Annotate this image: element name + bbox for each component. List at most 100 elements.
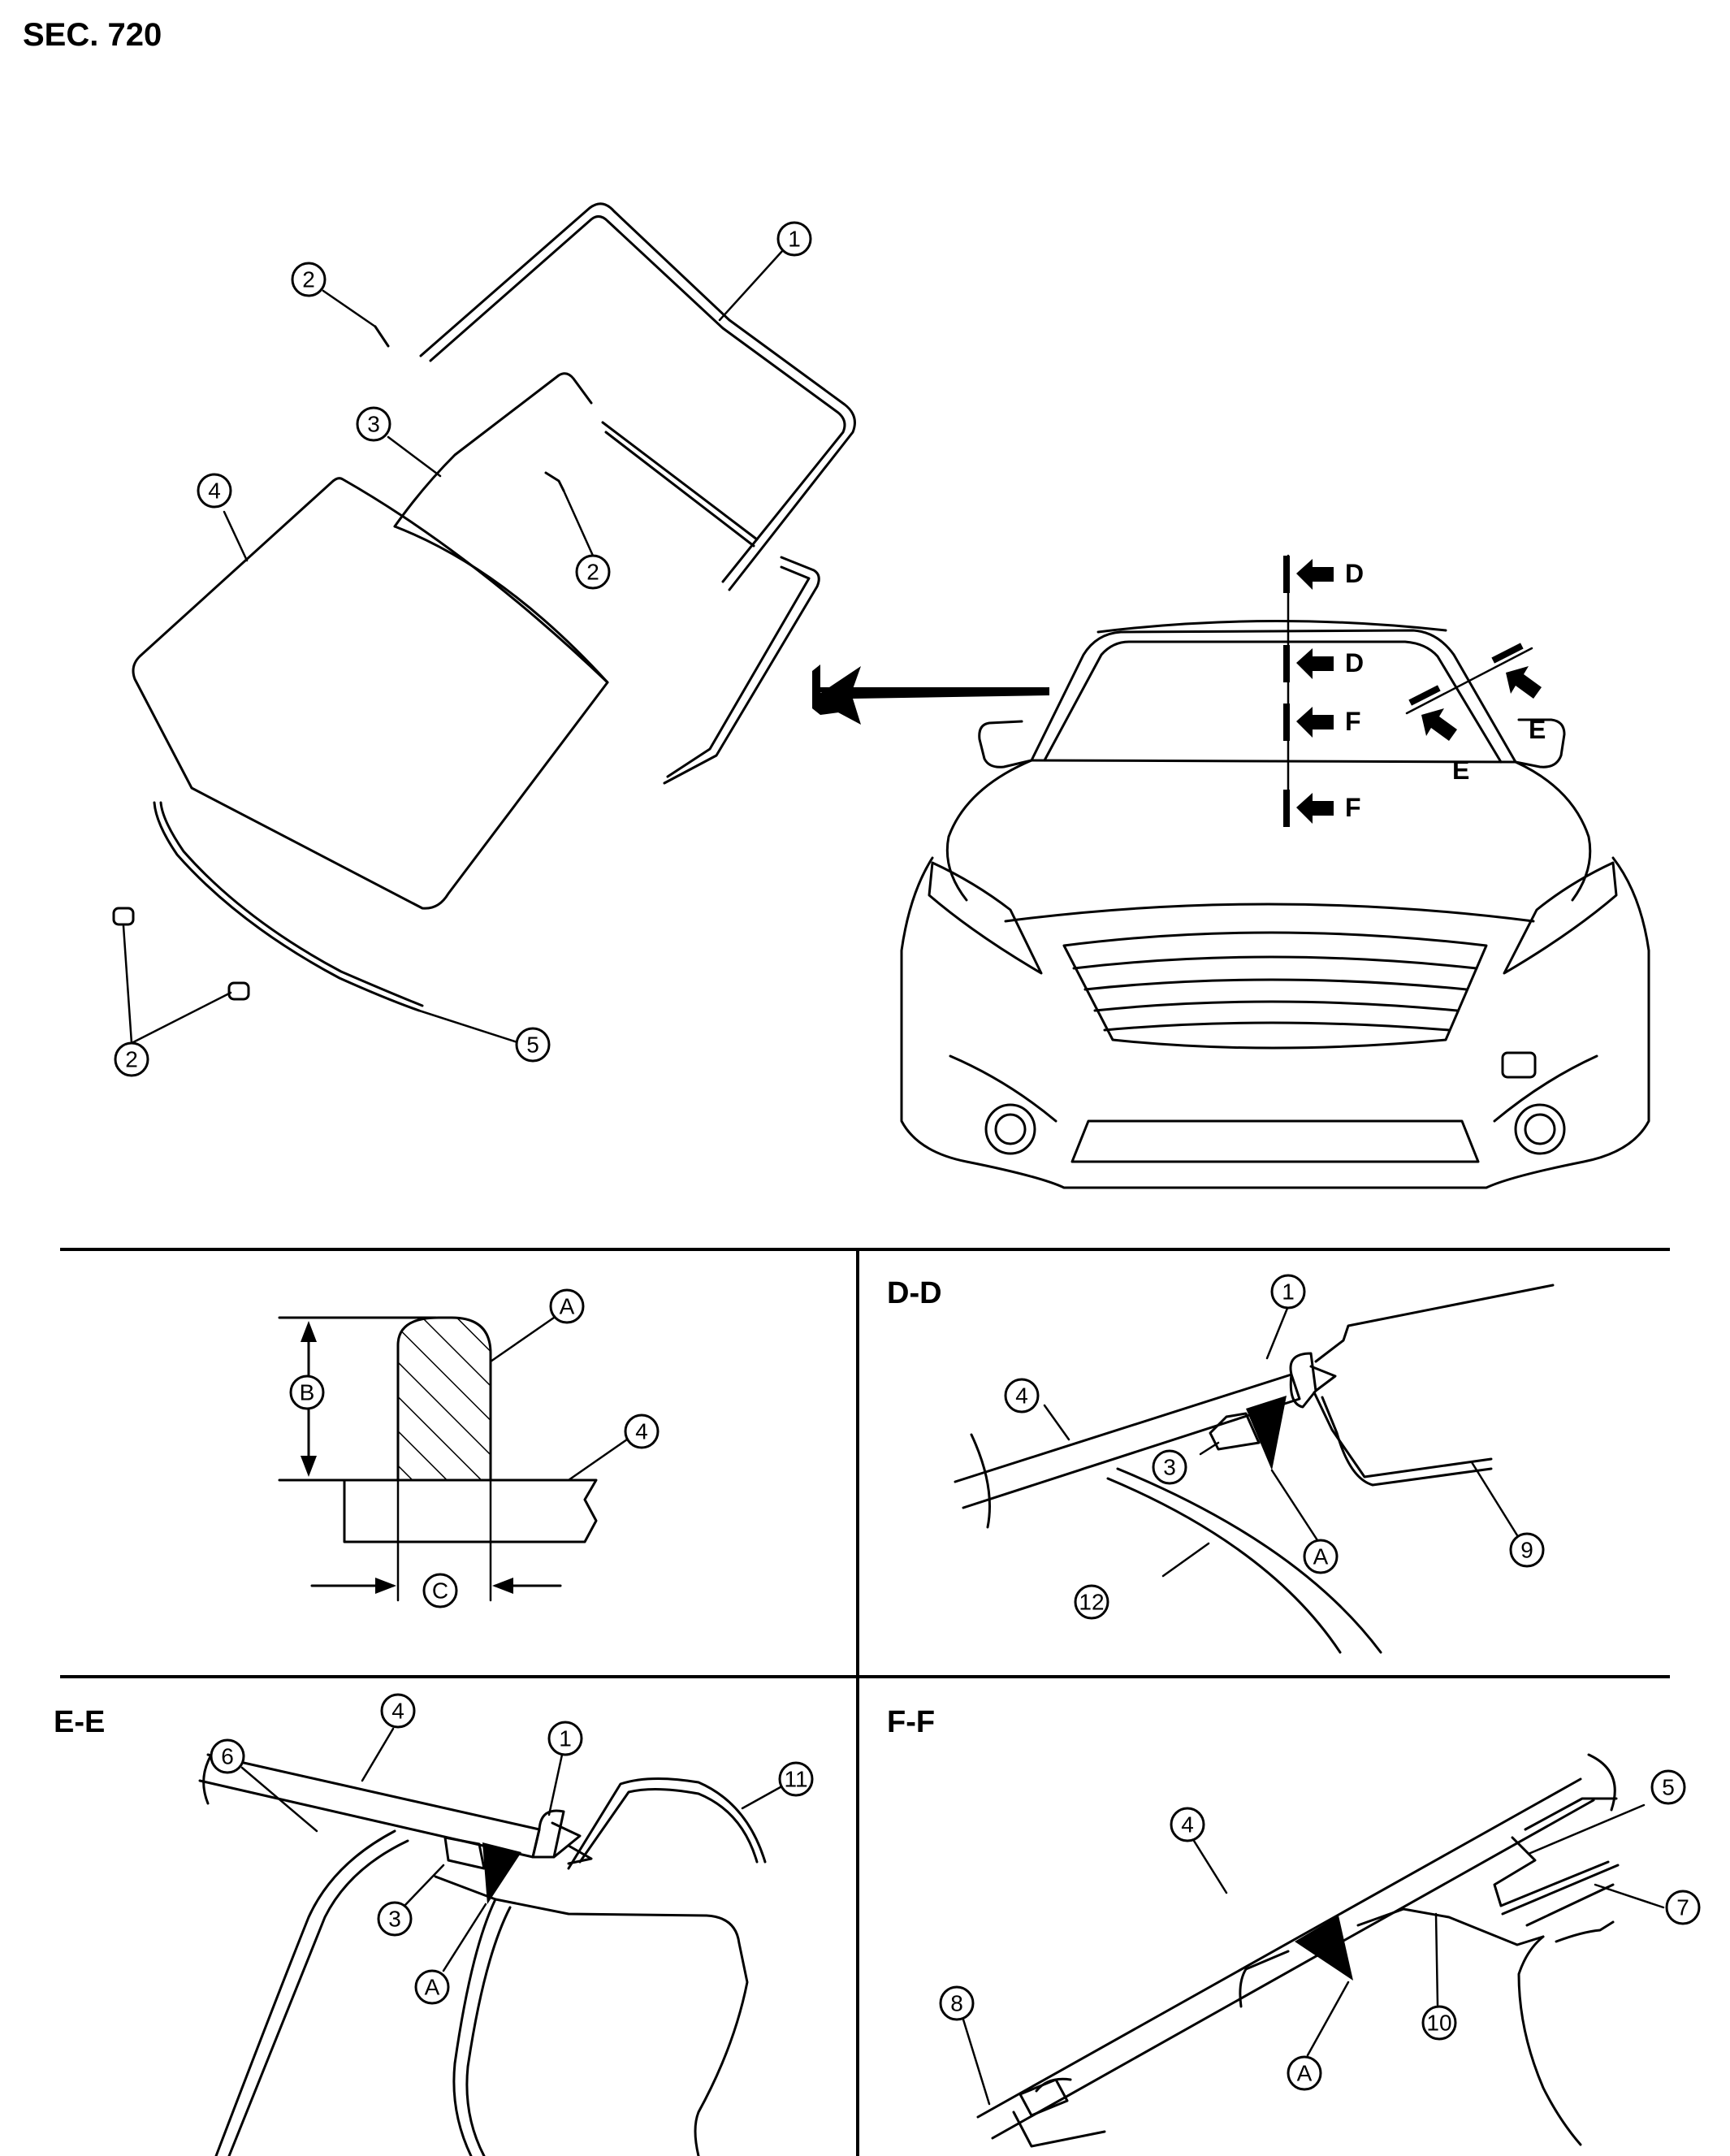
callout-2-bottom: 2 bbox=[114, 1041, 149, 1077]
svg-text:C: C bbox=[432, 1578, 448, 1604]
bead-callout-4: 4 bbox=[624, 1414, 660, 1449]
svg-text:3: 3 bbox=[388, 1907, 401, 1932]
ff-glass bbox=[976, 1777, 1595, 2140]
ff-cowl-panel bbox=[1244, 1907, 1545, 1971]
svg-text:4: 4 bbox=[208, 478, 221, 504]
ee-inner-body bbox=[434, 1875, 749, 2156]
dd-title: D-D bbox=[887, 1276, 942, 1310]
part-2-clip-mid bbox=[544, 471, 565, 492]
ff-leader-5 bbox=[1527, 1803, 1646, 1855]
section-marker-d-bottom: D bbox=[1283, 645, 1364, 682]
svg-text:8: 8 bbox=[950, 1991, 963, 2016]
part-3-molding-left bbox=[393, 372, 593, 528]
right-headlight bbox=[1503, 861, 1618, 975]
ee-dam bbox=[443, 1836, 486, 1870]
grille-bar-1 bbox=[1072, 955, 1478, 970]
ee-callout-1: 1 bbox=[547, 1721, 583, 1756]
section-e-bar-left bbox=[1408, 685, 1441, 706]
part-4-glass-top-edge bbox=[393, 525, 609, 684]
adhesive-bead bbox=[396, 1316, 492, 1482]
windshield-bottom-edge bbox=[1030, 759, 1517, 764]
svg-text:F: F bbox=[1345, 793, 1361, 822]
bumper-line bbox=[949, 1054, 1598, 1123]
leader-2-mid bbox=[562, 489, 595, 557]
roof-line bbox=[1096, 619, 1447, 634]
svg-text:3: 3 bbox=[1163, 1455, 1176, 1480]
dimension-c-arrow-right bbox=[492, 1578, 513, 1594]
svg-text:1: 1 bbox=[559, 1726, 572, 1751]
callout-5: 5 bbox=[515, 1027, 551, 1063]
dd-glass-break bbox=[970, 1433, 991, 1529]
part-2-clip-top bbox=[374, 325, 390, 348]
dd-leader-12 bbox=[1161, 1542, 1210, 1578]
leader-2-top bbox=[322, 289, 377, 328]
part-4-windshield-glass bbox=[132, 477, 609, 910]
panel-section-ee: E-E 4 1 6 3 A 11 bbox=[54, 1693, 814, 2156]
dd-callout-a: A bbox=[1303, 1539, 1339, 1574]
dd-roof-panel-inner bbox=[1313, 1391, 1493, 1478]
leader-4 bbox=[223, 510, 249, 562]
ee-callout-11: 11 bbox=[778, 1761, 814, 1797]
part-3-side-strip bbox=[663, 556, 820, 785]
svg-text:2: 2 bbox=[125, 1047, 138, 1072]
bead-leader-4 bbox=[567, 1438, 629, 1482]
ee-molding bbox=[531, 1809, 582, 1859]
callout-2-top: 2 bbox=[291, 262, 327, 297]
ff-callout-8: 8 bbox=[939, 1985, 975, 2021]
svg-text:A: A bbox=[560, 1294, 575, 1319]
panel-section-dd: D-D 1 4 3 A 9 12 bbox=[887, 1274, 1555, 1654]
dimension-c-arrow-left bbox=[375, 1578, 396, 1594]
svg-text:F: F bbox=[1345, 707, 1361, 736]
ee-title: E-E bbox=[54, 1705, 105, 1739]
grille-bar-2 bbox=[1083, 978, 1468, 991]
ff-cowl-panel-4 bbox=[1555, 1920, 1615, 1943]
grille-bar-4 bbox=[1103, 1021, 1451, 1032]
ff-callout-10: 10 bbox=[1421, 2005, 1457, 2041]
svg-text:1: 1 bbox=[788, 227, 801, 252]
section-marker-e-arrow-right bbox=[1506, 666, 1542, 699]
ee-leader-3 bbox=[403, 1864, 445, 1907]
ee-leader-6 bbox=[240, 1766, 318, 1833]
ee-callout-4: 4 bbox=[380, 1693, 416, 1729]
svg-text:6: 6 bbox=[221, 1744, 234, 1769]
ff-leader-8 bbox=[962, 2018, 991, 2106]
svg-text:5: 5 bbox=[1662, 1775, 1675, 1800]
dd-callout-3: 3 bbox=[1152, 1449, 1187, 1485]
svg-text:4: 4 bbox=[391, 1699, 404, 1724]
svg-text:4: 4 bbox=[1015, 1383, 1028, 1409]
ff-adhesive bbox=[1295, 1916, 1353, 1981]
ff-cowl-panel-3 bbox=[1517, 1935, 1582, 2146]
part-1-molding-inner bbox=[429, 215, 846, 583]
ff-title: F-F bbox=[887, 1705, 935, 1739]
left-mirror bbox=[978, 720, 1033, 768]
body-outline bbox=[900, 856, 1650, 1189]
leader-1 bbox=[718, 249, 785, 322]
left-headlight bbox=[928, 861, 1043, 975]
section-marker-e-label-right: E bbox=[1529, 715, 1546, 744]
svg-text:B: B bbox=[300, 1380, 315, 1405]
grille-outline bbox=[1062, 931, 1488, 1050]
svg-text:2: 2 bbox=[302, 267, 315, 292]
ff-leader-10 bbox=[1434, 1912, 1439, 2007]
part-5-cowl-molding-inner bbox=[153, 801, 421, 1012]
big-arrow-head bbox=[812, 666, 1049, 725]
left-fog-lamp-inner bbox=[994, 1113, 1027, 1145]
part-3-molding-right-inner bbox=[604, 431, 755, 548]
hood bbox=[945, 759, 1592, 902]
part-5-cowl-molding bbox=[159, 801, 424, 1007]
svg-text:7: 7 bbox=[1676, 1895, 1689, 1920]
hood-front-edge bbox=[1004, 903, 1535, 923]
section-line-e bbox=[1405, 647, 1533, 715]
ee-pillar-panel bbox=[567, 1777, 767, 1870]
bead-callout-a: A bbox=[549, 1288, 585, 1324]
part-1-molding bbox=[419, 202, 856, 591]
panel-grid bbox=[60, 1248, 1670, 2156]
svg-text:9: 9 bbox=[1520, 1538, 1533, 1563]
panel-bead-dimensions: A B C 4 bbox=[278, 1288, 660, 1608]
dd-leader-3 bbox=[1199, 1441, 1220, 1456]
dd-dam bbox=[1209, 1412, 1261, 1451]
dd-callout-4: 4 bbox=[1004, 1378, 1040, 1414]
ff-leader-a bbox=[1306, 1981, 1350, 2057]
ff-cowl-lower bbox=[1501, 1864, 1620, 1916]
